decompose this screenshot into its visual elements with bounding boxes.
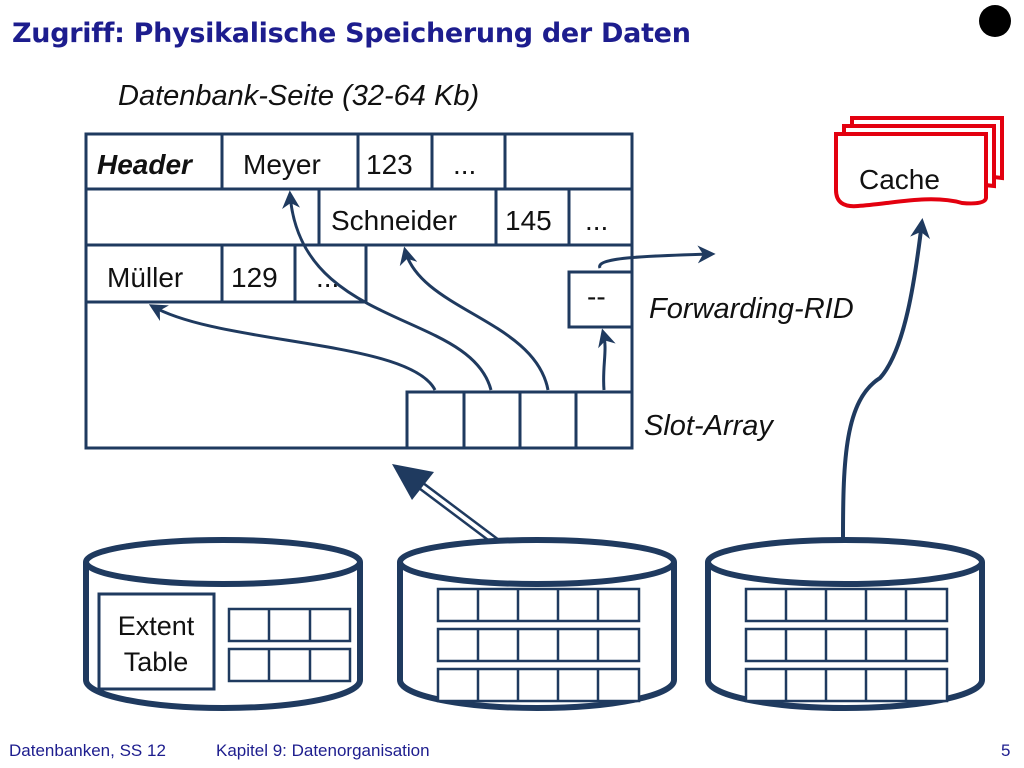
slot-pointer-arrow-2 xyxy=(282,190,493,391)
extent-table-label-line2: Table xyxy=(124,647,189,677)
forwarding-rid-cell xyxy=(567,270,634,329)
record-ellipsis-1: ... xyxy=(453,149,476,180)
extent-table-label-line1: Extent xyxy=(118,611,195,641)
slide-title: Zugriff: Physikalische Speicherung der D… xyxy=(12,18,691,49)
disk-3-page-grid xyxy=(744,587,949,703)
cache-label: Cache xyxy=(859,164,940,195)
extent-grid xyxy=(227,607,352,683)
slot-pointer-arrow-1 xyxy=(148,304,437,391)
footer-chapter: Kapitel 9: Datenorganisation xyxy=(216,741,430,760)
record-value-145: 145 xyxy=(505,205,552,236)
record-value-123: 123 xyxy=(366,149,413,180)
record-ellipsis-2: ... xyxy=(585,205,608,236)
record-name-mueller: Müller xyxy=(107,262,183,293)
slot-pointer-arrow-4 xyxy=(598,328,616,391)
cache-arrow xyxy=(841,218,931,539)
record-name-meyer: Meyer xyxy=(243,149,321,180)
disk-2-page-grid xyxy=(436,587,641,703)
slot-pointer-arrow-3 xyxy=(399,246,550,391)
cache-stack xyxy=(834,116,1004,209)
extent-table-box xyxy=(97,592,216,691)
forwarding-rid-label: Forwarding-RID xyxy=(649,293,854,325)
record-name-schneider: Schneider xyxy=(331,205,457,236)
forwarding-cell-text: -- xyxy=(587,281,606,312)
bullet-dot-icon xyxy=(979,5,1011,37)
footer-page-number: 5 xyxy=(1001,741,1011,760)
footer-course: Datenbanken, SS 12 xyxy=(9,741,166,760)
page-label: Datenbank-Seite (32-64 Kb) xyxy=(118,80,480,112)
forwarding-arrow xyxy=(598,245,716,269)
record-value-129: 129 xyxy=(231,262,278,293)
slot-array-label: Slot-Array xyxy=(644,410,773,442)
header-cell: Header xyxy=(97,149,194,180)
